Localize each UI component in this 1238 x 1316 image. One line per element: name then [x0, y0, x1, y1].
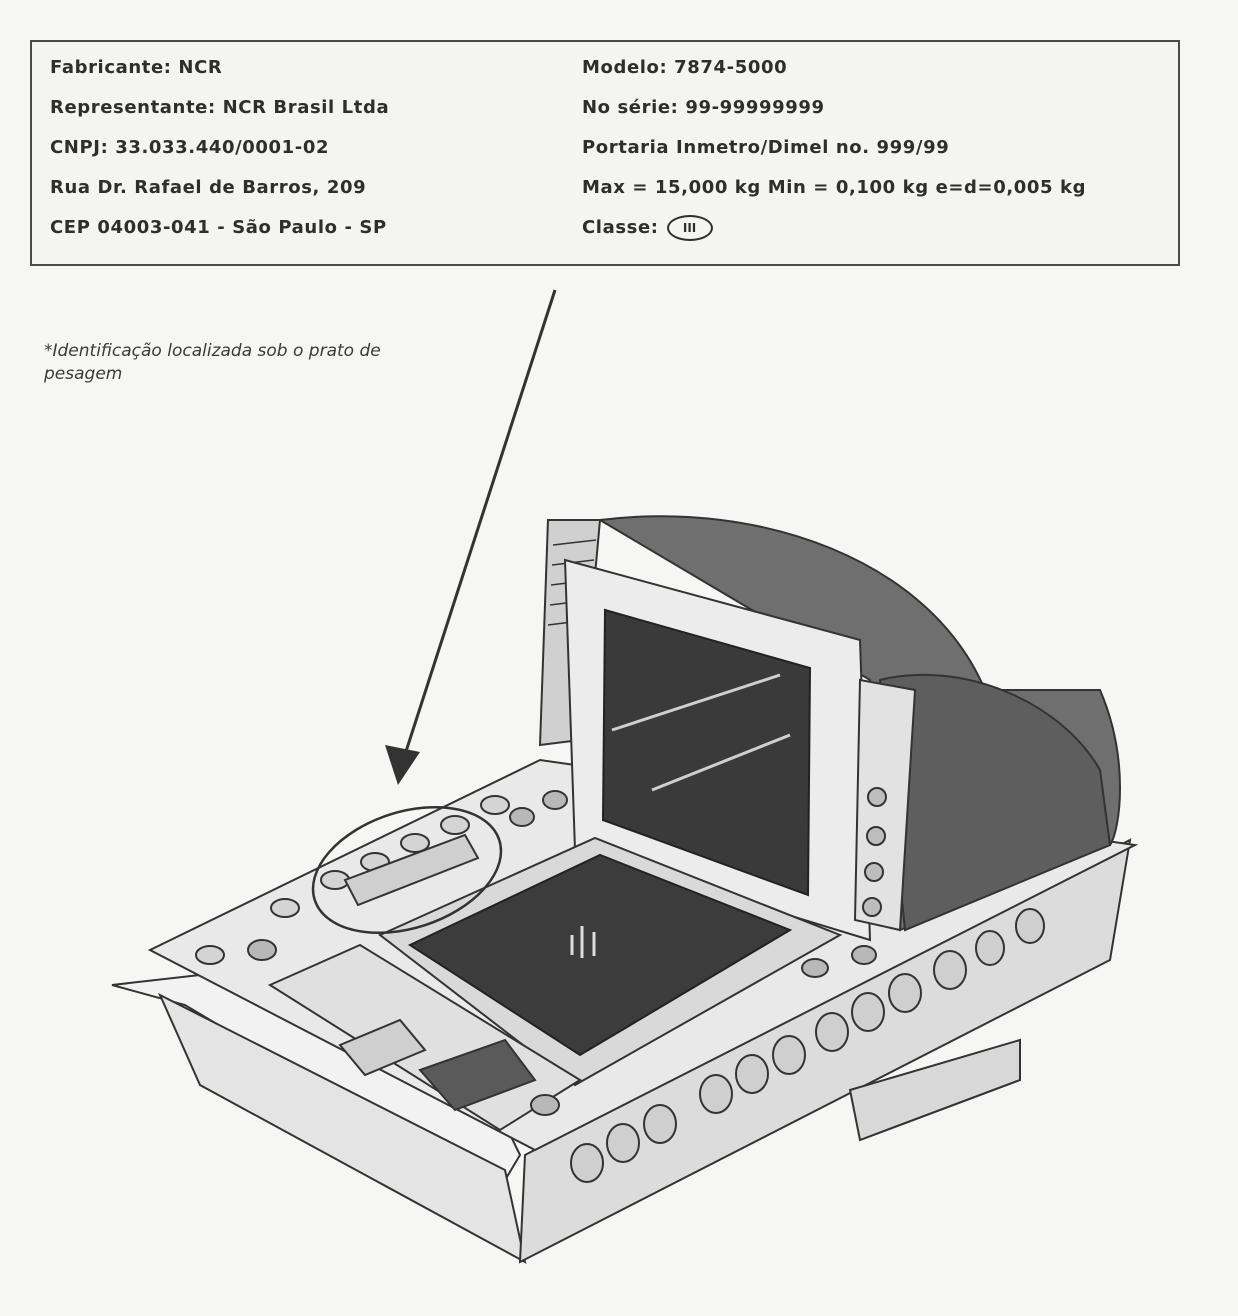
vertical-scan-window	[601, 608, 812, 897]
cnpj-line: CNPJ: 33.033.440/0001-02	[50, 137, 330, 158]
model-line: Modelo: 7874-5000	[582, 57, 788, 78]
pointer-arrow	[385, 289, 557, 785]
serial-number-line: No série: 99-99999999	[582, 97, 825, 118]
street-address-line: Rua Dr. Rafael de Barros, 209	[50, 177, 367, 198]
accuracy-class-line: Classe: III	[582, 208, 1086, 248]
front-keypad-module	[267, 943, 582, 1132]
manufacturer-line: Fabricante: NCR	[50, 57, 223, 78]
deck-corner-pads	[247, 790, 877, 1116]
label-left-column: Fabricante: NCR Representante: NCR Brasi…	[50, 48, 389, 248]
front-vent-holes	[570, 908, 1045, 1183]
tower-side-buttons	[862, 787, 887, 917]
ordinance-line: Portaria Inmetro/Dimel no. 999/99	[582, 137, 950, 158]
capacity-line: Max = 15,000 kg Min = 0,100 kg e=d=0,005…	[582, 177, 1087, 198]
label-right-column: Modelo: 7874-5000 No série: 99-99999999 …	[582, 48, 1086, 248]
accuracy-class-symbol: III	[666, 215, 713, 241]
identification-label-box: Fabricante: NCR Representante: NCR Brasi…	[30, 40, 1180, 266]
label-location-note: *Identificação localizada sob o prato de…	[44, 341, 381, 384]
label-plate-location	[311, 805, 503, 935]
representative-line: Representante: NCR Brasil Ltda	[50, 97, 390, 118]
postal-city-line: CEP 04003-041 - São Paulo - SP	[50, 217, 387, 238]
horizontal-scan-window	[378, 836, 843, 1087]
accuracy-class-label: Classe:	[582, 217, 659, 238]
